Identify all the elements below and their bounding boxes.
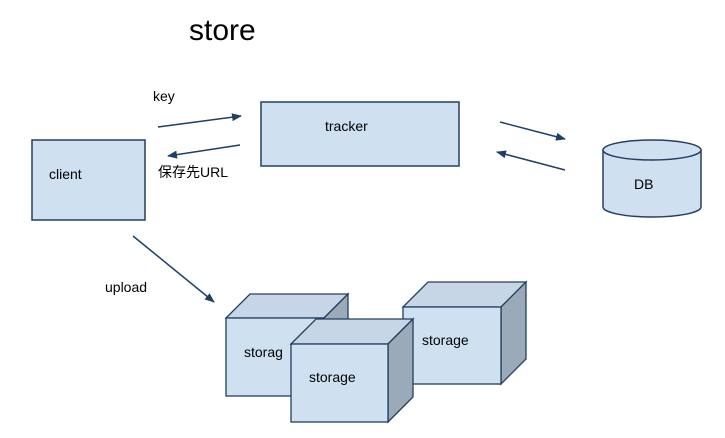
client-node: client: [31, 139, 146, 221]
key-label: key: [153, 88, 175, 104]
upload-label: upload: [105, 279, 147, 295]
storage-2-label: storage: [309, 369, 356, 385]
tracker-label: tracker: [325, 118, 368, 134]
upload-arrow: [132, 235, 215, 303]
storage-cube-3: storage: [401, 280, 528, 386]
db-to-tracker-arrow: [496, 150, 566, 171]
db-label: DB: [634, 176, 653, 192]
tracker-node: tracker: [260, 101, 460, 167]
diagram-title: store: [189, 14, 256, 47]
storage-cube-2: storage: [289, 317, 415, 424]
storage-1-label: storag: [244, 344, 283, 360]
key-arrow: [157, 113, 242, 128]
client-label: client: [49, 166, 82, 182]
tracker-to-db-arrow: [499, 121, 566, 141]
url-arrow: [167, 144, 241, 159]
storage-3-label: storage: [422, 332, 469, 348]
url-label: 保存先URL: [158, 164, 228, 180]
db-node: DB: [602, 139, 702, 218]
